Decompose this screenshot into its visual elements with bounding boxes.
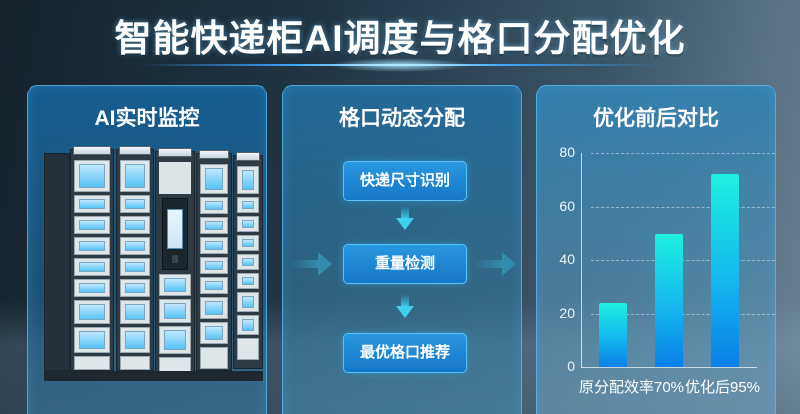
panel-title-monitoring: AI实时监控	[94, 107, 200, 130]
arrow-down-icon	[396, 294, 414, 320]
y-tick: 20	[559, 305, 575, 321]
terminal-housing	[162, 198, 188, 270]
y-tick: 0	[567, 358, 575, 374]
touchscreen	[167, 209, 183, 249]
x-label-original: 原分配效率70%	[579, 379, 685, 396]
gridline	[591, 314, 795, 315]
y-axis	[581, 153, 582, 368]
panel-slot-allocation: 格口动态分配 快递尺寸识别 重量检测 最优格口推荐	[282, 85, 522, 414]
y-tick: 80	[559, 144, 575, 160]
gridline	[591, 260, 795, 261]
title-glow	[330, 58, 470, 72]
locker-terminal-column	[155, 148, 195, 373]
x-axis	[581, 367, 757, 368]
panel-title-comparison: 优化前后对比	[593, 107, 719, 130]
locker-column	[116, 146, 154, 371]
scanner-slot	[172, 255, 178, 263]
bar-original	[599, 303, 627, 367]
x-label-optimized: 优化后95%	[685, 379, 761, 396]
gridline	[591, 207, 795, 208]
page-title: 智能快递柜AI调度与格口分配优化	[114, 18, 686, 59]
locker-column	[196, 150, 232, 371]
locker-base	[44, 371, 263, 381]
step-size-recognition: 快递尺寸识别	[343, 161, 467, 201]
arrow-down-icon	[396, 206, 414, 232]
bar-optimized	[711, 174, 739, 367]
panel-comparison-chart: 优化前后对比 80 60 40 20 0 原分配效率70% 优化后95%	[536, 85, 776, 414]
y-tick: 40	[559, 251, 575, 267]
locker-side	[44, 153, 70, 371]
step-optimal-slot: 最优格口推荐	[343, 333, 467, 373]
y-tick: 60	[559, 198, 575, 214]
bar-intermediate	[655, 234, 683, 367]
parcel-locker-image	[44, 145, 263, 385]
locker-column	[233, 152, 263, 369]
step-weight-detection: 重量检测	[343, 244, 467, 284]
gridline	[591, 153, 795, 154]
locker-column	[70, 146, 114, 371]
panel-title-allocation: 格口动态分配	[339, 107, 465, 130]
